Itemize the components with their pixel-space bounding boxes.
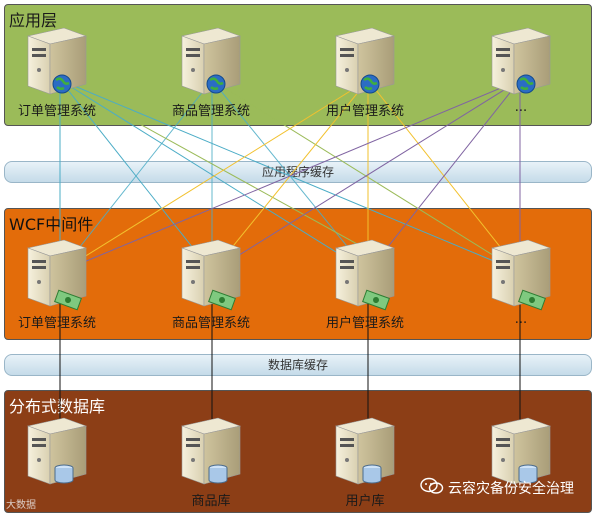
server-money-icon [24, 238, 90, 311]
mid-node-label: 商品管理系统 [171, 316, 250, 331]
server-globe-icon [488, 26, 554, 96]
app-node-label: 用户管理系统 [325, 104, 404, 119]
watermark-text: 云容灾备份安全治理 [448, 481, 574, 497]
server-database-icon [178, 416, 244, 486]
server-globe-icon [332, 26, 398, 96]
db-node-label: 用户库 [345, 494, 385, 509]
wechat-icon [420, 477, 444, 494]
server-database-icon [332, 416, 398, 486]
mid-node-label: 用户管理系统 [325, 316, 404, 331]
app-node-label: 商品管理系统 [171, 104, 250, 119]
server-globe-icon [178, 26, 244, 96]
application-layer-title: 应用层 [9, 11, 58, 30]
db-cache-band: 数据库缓存 [4, 354, 592, 376]
app-node-label: ... [514, 100, 528, 115]
app-node-label: 订单管理系统 [17, 104, 96, 119]
server-money-icon [332, 238, 398, 311]
db-node-label: 商品库 [191, 494, 231, 509]
mid-node-label: ... [514, 312, 528, 327]
server-database-icon [488, 416, 554, 486]
server-money-icon [178, 238, 244, 311]
app-cache-band: 应用程序缓存 [4, 161, 592, 183]
middleware-layer-title: WCF中间件 [9, 215, 94, 234]
watermark-left-text: 大数据 [6, 500, 36, 511]
server-money-icon [488, 238, 554, 311]
server-database-icon [24, 416, 90, 486]
database-layer-title: 分布式数据库 [9, 397, 106, 416]
server-globe-icon [24, 26, 90, 96]
mid-node-label: 订单管理系统 [17, 316, 96, 331]
